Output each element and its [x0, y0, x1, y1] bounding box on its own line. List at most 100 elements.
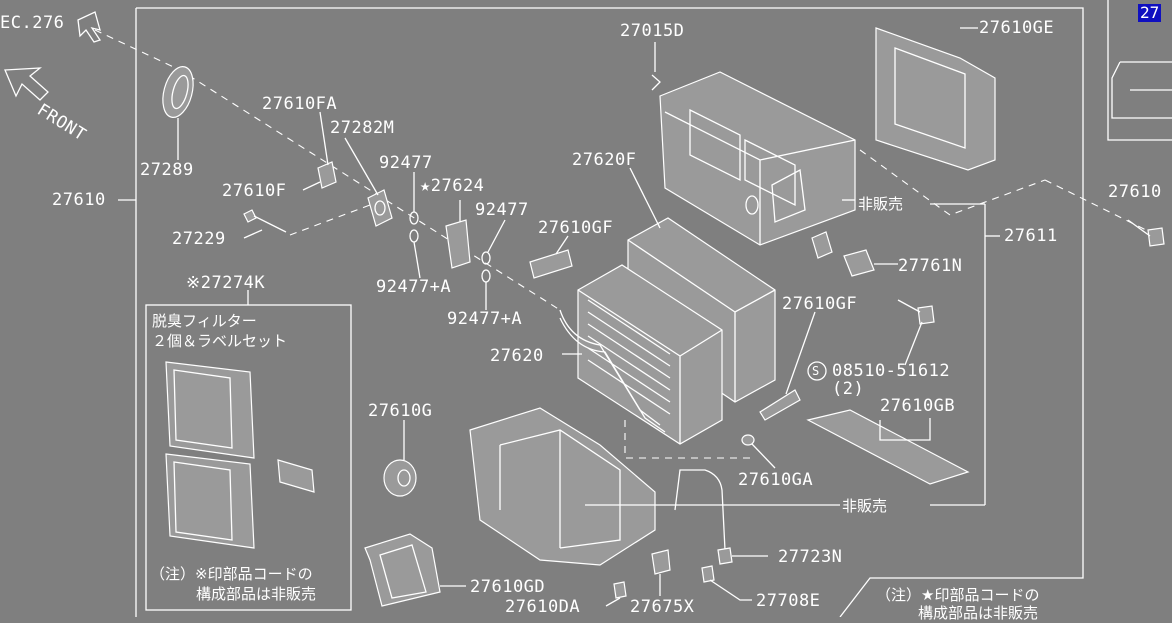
bottom-note-2: 構成部品は非販売 [918, 604, 1039, 622]
upper-case-vents [689, 108, 796, 207]
leader-27610GA [751, 443, 776, 469]
label-08510-qty: (2) [832, 379, 865, 399]
clip-27675X [651, 549, 671, 575]
label-27610GF-a[interactable]: 27610GF [538, 218, 614, 238]
screw-08510 [917, 305, 935, 325]
upper-case-actuator [771, 168, 806, 223]
damper-27610G [383, 459, 417, 497]
label-92477A-b[interactable]: 92477+A [447, 309, 523, 329]
leader-27610GF-b [785, 311, 816, 395]
label-27610[interactable]: 27610 [52, 190, 106, 210]
gasket-27610GE [875, 27, 996, 171]
label-27610GB[interactable]: 27610GB [880, 396, 956, 416]
pipe-27723N [674, 469, 726, 551]
label-27610DA[interactable]: 27610DA [505, 597, 581, 617]
grommet-hole [374, 200, 386, 216]
label-27610GA[interactable]: 27610GA [738, 470, 814, 490]
label-27675X[interactable]: 27675X [630, 597, 695, 617]
not-for-sale-label-a: 非販売 [858, 195, 904, 213]
leader-27610DA [605, 597, 621, 607]
label-27282M[interactable]: 27282M [330, 118, 395, 138]
bolt-27229-shaft [253, 215, 287, 233]
filter-box-note-1: （注）※印部品コードの [150, 565, 313, 583]
deodorant-filter-a-mesh [173, 369, 233, 449]
grommet-27610GA [741, 434, 755, 446]
label-92477A-a[interactable]: 92477+A [376, 277, 452, 297]
oring-92477A-a [409, 229, 419, 243]
label-27620[interactable]: 27620 [490, 346, 544, 366]
leader-92477-b [487, 219, 506, 253]
filter-label-sheet [277, 459, 315, 493]
seal-ring-27289 [162, 66, 194, 118]
deodorant-filter-b-mesh [173, 461, 233, 541]
label-27015D[interactable]: 27015D [620, 21, 685, 41]
upper-case-knob [745, 195, 759, 215]
gasket-27610GD-inner [379, 544, 427, 599]
screw-s-mark: S [812, 364, 820, 378]
gasket-27610GE-inner [894, 47, 966, 149]
ec-arrow-shape [77, 11, 102, 43]
label-27611[interactable]: 27611 [1004, 226, 1058, 246]
label-27229[interactable]: 27229 [172, 229, 226, 249]
seal-ring-inner [171, 74, 189, 110]
label-27610-right[interactable]: 27610 [1108, 182, 1162, 202]
label-27610GF-b[interactable]: 27610GF [782, 294, 858, 314]
label-27723N[interactable]: 27723N [778, 547, 843, 567]
side-part-outline [1111, 61, 1172, 119]
leader-27610F [302, 181, 321, 191]
label-92477-b[interactable]: 92477 [475, 200, 529, 220]
leader-27610GB [879, 418, 931, 441]
evaporator-pipe-2 [559, 317, 666, 433]
pad-27610GF-a [529, 249, 573, 279]
leader-27610FA [319, 111, 329, 166]
leader-27229 [243, 229, 263, 239]
filter-box-title: 脱臭フィルター [152, 312, 257, 330]
part-27761N-bracket [811, 231, 833, 259]
bolt-27610-right-shaft [1127, 219, 1151, 237]
front-arrow-shape [4, 67, 49, 101]
core-27620F-edges [627, 239, 776, 402]
label-27624[interactable]: ★27624 [420, 176, 485, 196]
upper-case-edges [664, 111, 856, 245]
filter-box-subtitle: ２個＆ラベルセット [152, 332, 288, 350]
label-27610GE[interactable]: 27610GE [979, 18, 1055, 38]
label-27708E[interactable]: 27708E [756, 591, 821, 611]
leader-27610GF-a [555, 235, 569, 255]
corner-tab[interactable]: 27 [1138, 3, 1162, 22]
label-27610G[interactable]: 27610G [368, 401, 433, 421]
grommet-27282M [367, 189, 393, 227]
clip-27015D [651, 74, 661, 91]
label-27610GD[interactable]: 27610GD [470, 577, 546, 597]
label-27620F[interactable]: 27620F [572, 150, 637, 170]
pipe-27723N-end [717, 547, 733, 565]
label-27274K[interactable]: ※27274K [186, 273, 266, 293]
bottom-dash [624, 420, 750, 459]
damper-27610G-inner [397, 469, 411, 487]
label-92477-a[interactable]: 92477 [379, 153, 433, 173]
leader-27620F [629, 167, 661, 229]
pad-27610GB [806, 409, 970, 485]
section-ref-label[interactable]: EC.276 [0, 13, 65, 33]
oring-92477-b [481, 251, 491, 265]
evaporator-edges [577, 289, 723, 444]
not-for-sale-label-b: 非販売 [842, 497, 888, 515]
leader-08510 [904, 321, 923, 366]
screw-27610DA [613, 581, 627, 599]
lower-case-edges [499, 429, 621, 549]
evaporator-fins [587, 299, 671, 415]
part-27761N [843, 249, 875, 277]
label-08510[interactable]: 08510-51612 [832, 361, 951, 381]
deodorant-filter-a [165, 361, 255, 459]
label-27761N[interactable]: 27761N [898, 256, 963, 276]
evaporator-pipe [559, 309, 661, 426]
evaporator-27620 [577, 264, 723, 445]
expansion-valve-27624 [445, 219, 471, 269]
gasket-27610GD [364, 533, 441, 607]
label-27610F[interactable]: 27610F [222, 181, 287, 201]
leader-27708E [709, 579, 752, 601]
label-27610FA[interactable]: 27610FA [262, 94, 338, 114]
oring-92477A-b [481, 269, 491, 283]
label-27289[interactable]: 27289 [140, 160, 194, 180]
